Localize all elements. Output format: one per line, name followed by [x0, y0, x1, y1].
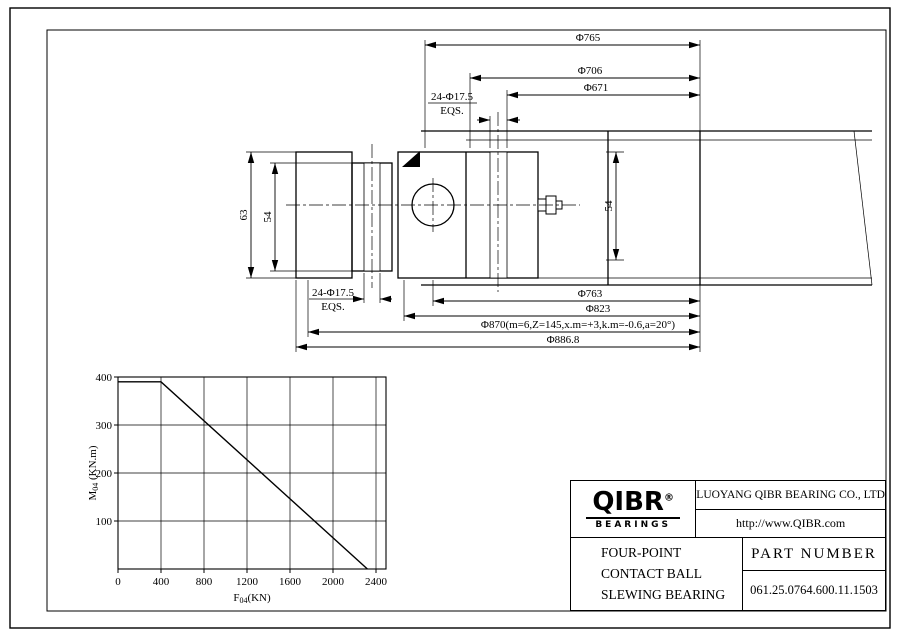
- dim-bolt-top-line1: 24-Φ17.5: [431, 91, 473, 103]
- part-number-value: 061.25.0764.600.11.1503: [750, 583, 878, 597]
- x-tick-400: 400: [153, 576, 170, 588]
- title-block-row-top: QIBR® BEARINGS LUOYANG QIBR BEARING CO.,…: [571, 481, 885, 538]
- dimensions: Φ765 Φ706 Φ671 24-Φ17.5 EQS. 63: [238, 32, 701, 352]
- part-number-label: PART NUMBER: [743, 538, 885, 571]
- seal-wedge: [402, 151, 420, 167]
- x-tick-0: 0: [115, 576, 121, 588]
- company-website: http://www.QIBR.com: [736, 515, 846, 530]
- dim-bolt-bottom-line1: 24-Φ17.5: [312, 287, 354, 299]
- dim-706: Φ706: [469, 65, 700, 148]
- logo-subtext: BEARINGS: [595, 519, 671, 530]
- y-tick-labels: 400 300 200 100: [96, 372, 113, 528]
- logo-divider: [586, 516, 681, 519]
- company-name: LUOYANG QIBR BEARING CO., LTD: [696, 481, 885, 510]
- dim-bolt-top-line2: EQS.: [440, 105, 464, 117]
- dim-671-label: Φ671: [584, 82, 609, 94]
- dim-706-label: Φ706: [578, 65, 603, 77]
- bearing-section: [286, 112, 873, 292]
- x-tick-2400: 2400: [365, 576, 388, 588]
- title-block: QIBR® BEARINGS LUOYANG QIBR BEARING CO.,…: [570, 480, 886, 611]
- dim-763-label: Φ763: [578, 288, 603, 300]
- dim-63: 63: [238, 151, 296, 279]
- dim-763: Φ763: [432, 280, 700, 306]
- dim-63-label: 63: [238, 209, 250, 221]
- raceway-ring-section: [397, 151, 539, 279]
- axis-ticks: [114, 376, 377, 573]
- dim-823: Φ823: [403, 280, 700, 321]
- frame-inner: [46, 29, 887, 612]
- y-axis-label-unit: (KN.m): [87, 445, 99, 483]
- dim-54-right: 54: [603, 151, 624, 261]
- dim-765-label: Φ765: [576, 32, 601, 44]
- y-axis-label-main: M: [87, 491, 99, 501]
- dim-886: Φ886.8: [295, 280, 700, 352]
- dim-870: Φ870(m=6,Z=145,x.m=+3,k.m=-0.6,a=20°): [307, 280, 700, 337]
- company-logo: QIBR® BEARINGS: [571, 481, 697, 537]
- product-title-line1: FOUR-POINT: [601, 545, 682, 561]
- dim-54-right-label: 54: [603, 200, 615, 212]
- bolt-hole-right: [489, 151, 508, 279]
- y-tick-400: 400: [96, 372, 113, 384]
- x-tick-800: 800: [196, 576, 213, 588]
- registered-mark-icon: ®: [663, 491, 674, 503]
- x-tick-1600: 1600: [279, 576, 302, 588]
- break-line: [853, 130, 873, 286]
- y-tick-300: 300: [96, 420, 113, 432]
- y-axis-label-sub: 04: [91, 483, 100, 491]
- y-tick-200: 200: [96, 468, 113, 480]
- x-tick-2000: 2000: [322, 576, 345, 588]
- x-axis-label-sub: 04: [239, 596, 247, 605]
- logo-wordmark: QIBR®: [592, 489, 674, 515]
- y-tick-100: 100: [96, 516, 113, 528]
- dim-886-label: Φ886.8: [547, 334, 580, 346]
- sheet-frame: [9, 7, 891, 629]
- dim-671: Φ671: [506, 82, 700, 148]
- frame-outer: [9, 7, 891, 629]
- company-contact: LUOYANG QIBR BEARING CO., LTD http://www…: [696, 481, 885, 537]
- product-title-line3: SLEWING BEARING: [601, 586, 726, 602]
- dim-bolt-bottom-line2: EQS.: [321, 301, 345, 313]
- dim-54-left-label: 54: [262, 211, 274, 223]
- dim-bolt-top: 24-Φ17.5 EQS.: [428, 91, 520, 148]
- dim-870-label: Φ870(m=6,Z=145,x.m=+3,k.m=-0.6,a=20°): [481, 319, 676, 331]
- load-curve-chart: 400 300 200 100 0 400 800 1200 1600 2000…: [87, 372, 388, 605]
- x-axis-label-unit: (KN): [247, 592, 271, 604]
- dim-765: Φ765: [424, 32, 700, 148]
- product-title-line2: CONTACT BALL: [601, 565, 703, 581]
- x-tick-labels: 0 400 800 1200 1600 2000 2400: [115, 576, 387, 588]
- dim-823-label: Φ823: [586, 303, 611, 315]
- x-tick-1200: 1200: [236, 576, 259, 588]
- centerlines: [286, 112, 580, 292]
- dim-54-left: 54: [262, 162, 352, 272]
- mounting-structure: [421, 130, 873, 286]
- product-title: FOUR-POINT CONTACT BALL SLEWING BEARING: [571, 538, 743, 610]
- plot-grid: [118, 377, 386, 569]
- x-axis-label: F04(KN): [233, 592, 271, 605]
- x-axis-label-main: F: [233, 592, 239, 604]
- logo-text: QIBR: [592, 486, 664, 517]
- y-axis-label: M04 (KN.m): [87, 445, 100, 500]
- dim-bolt-bottom: 24-Φ17.5 EQS.: [309, 273, 392, 313]
- title-block-row-bottom: FOUR-POINT CONTACT BALL SLEWING BEARING …: [571, 538, 885, 610]
- gear-ring-section: [295, 151, 353, 279]
- load-limit-curve: [118, 381, 368, 570]
- part-number-block: PART NUMBER 061.25.0764.600.11.1503: [743, 538, 885, 610]
